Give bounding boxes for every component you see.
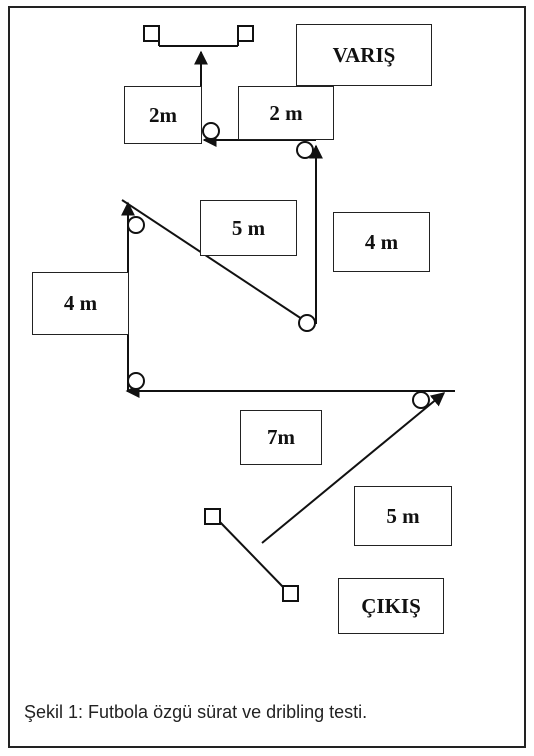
path-start-diagonal [261, 392, 446, 544]
figure-caption: Şekil 1: Futbola özgü sürat ve dribling … [24, 702, 368, 722]
label-5m-start: 5 m [354, 486, 452, 546]
label-4m-left: 4 m [32, 272, 129, 335]
label-7m: 7m [240, 410, 322, 465]
cone-top-right [237, 25, 254, 42]
turn-circle-right-end [412, 391, 430, 409]
label-2m-left: 2m [124, 86, 202, 144]
turn-circle-bottom-left [127, 372, 145, 390]
cone-top-left [143, 25, 160, 42]
cone-start-top [204, 508, 221, 525]
label-4m-right: 4 m [333, 212, 430, 272]
label-start: ÇIKIŞ [338, 578, 444, 634]
path-5m-diagonal [121, 199, 309, 324]
label-5m-diagonal: 5 m [200, 200, 297, 256]
turn-circle-top-left [127, 216, 145, 234]
label-2m-right: 2 m [238, 86, 334, 140]
cone-start-bottom [282, 585, 299, 602]
start-line [217, 519, 285, 589]
turn-circle-top-center [202, 122, 220, 140]
label-finish: VARIŞ [296, 24, 432, 86]
turn-circle-top-right [296, 141, 314, 159]
turn-circle-mid-right [298, 314, 316, 332]
